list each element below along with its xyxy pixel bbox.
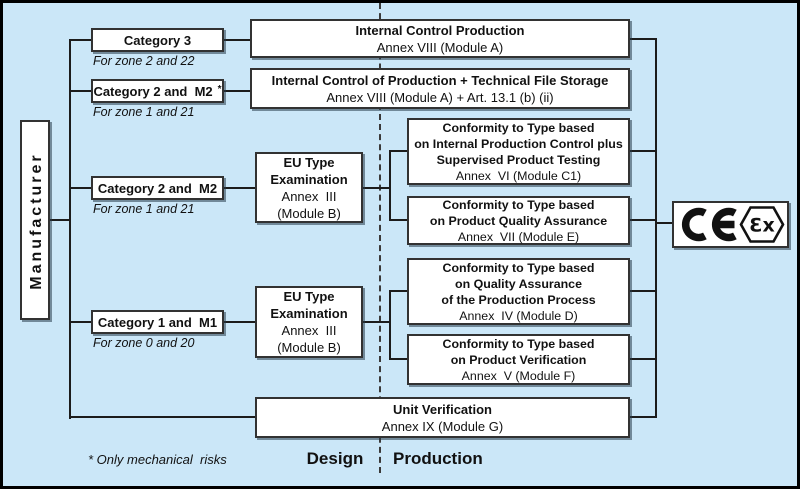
connector-line [69,187,93,189]
module-e-annex: Annex VII (Module E) [457,229,580,244]
module-a-art13-title: Internal Control of Production + Technic… [271,72,609,88]
connector-line [630,150,657,152]
connector-line [222,187,257,189]
eu-type-2-line1: EU Type [283,289,335,304]
connector-line [69,39,93,41]
design-phase-label: Design [306,449,364,468]
category-1-m1-box: Category 1 and M1 [91,310,224,334]
module-d-box: Conformity to Type based on Quality Assu… [407,258,630,325]
connector-line [389,290,408,292]
module-d-line1: Conformity to Type based [442,260,595,275]
module-c1-line1: Conformity to Type based [442,120,595,135]
module-f-line2: on Product Verification [450,352,587,367]
eu-type-1-line1: EU Type [283,154,335,170]
connector-line [389,219,408,221]
module-c1-line3: Supervised Product Testing [436,152,601,167]
connector-line [69,416,257,418]
connector-line [655,222,672,224]
module-a-title: Internal Control Production [355,22,525,38]
category-1-m1-label: Category 1 and M1 [97,314,218,330]
connector-line [630,416,657,418]
zone-label-cat3: For zone 2 and 22 [93,54,195,68]
connector-line [630,358,657,360]
ce-ex-marking-box: Ɛx [672,201,789,248]
manufacturer-box: Manufacturer [20,120,50,320]
module-c1-line2: on Internal Production Control plus [414,136,623,151]
module-a-art13-annex: Annex VIII (Module A) + Art. 13.1 (b) (i… [326,89,554,105]
eu-type-1-module: (Module B) [277,205,341,221]
module-c1-box: Conformity to Type based on Internal Pro… [407,118,630,185]
module-d-line3: of the Production Process [441,292,596,307]
zone-label-cat1m1: For zone 0 and 20 [93,336,195,350]
module-a-box: Internal Control Production Annex VIII (… [250,19,630,58]
design-production-divider-line [379,3,381,473]
module-d-annex: Annex IV (Module D) [459,308,578,323]
connector-line [69,90,93,92]
connector-line [222,321,257,323]
branch-line [389,290,391,360]
connector-line [389,150,408,152]
ex-mark-label: Ɛx [749,215,774,237]
category-2-m2-box: Category 2 and M2 [91,176,224,200]
manufacturer-label: Manufacturer [28,152,45,290]
category-3-box: Category 3 [91,28,224,52]
ce-mark-icon: Ɛx [681,206,785,243]
connector-line [222,90,252,92]
unit-verification-title: Unit Verification [393,401,492,417]
unit-verification-annex: Annex IX (Module G) [381,418,504,434]
unit-verification-box: Unit Verification Annex IX (Module G) [255,397,630,438]
ce-letter-e-arc [711,207,737,242]
branch-line [389,150,391,221]
module-e-line1: Conformity to Type based [442,197,595,212]
module-a-annex: Annex VIII (Module A) [376,39,504,55]
connector-line [50,219,71,221]
ex-hexagon-icon [739,206,785,243]
category-2-m2-mech-label: Category 2 and M2 [93,83,213,99]
eu-type-examination-box-1: EU Type Examination Annex III (Module B) [255,152,363,223]
connector-line [363,321,391,323]
connector-line [363,187,391,189]
eu-type-1-line2: Examination [270,171,348,187]
module-a-art13-box: Internal Control of Production + Technic… [250,68,630,109]
zone-label-cat2m2-mech: For zone 1 and 21 [93,105,195,119]
footnote-text: * Only mechanical risks [88,452,227,467]
module-c1-annex: Annex VI (Module C1) [455,168,582,183]
module-f-annex: Annex V (Module F) [461,368,576,383]
category-2-m2-label: Category 2 and M2 [97,180,218,196]
eu-type-2-annex: Annex III [281,323,337,338]
production-phase-label: Production [393,449,483,468]
zone-label-cat2m2: For zone 1 and 21 [93,202,195,216]
connector-line [222,39,252,41]
connector-line [630,219,657,221]
connector-line [630,290,657,292]
ce-letter-c [681,207,707,242]
category-3-label: Category 3 [123,32,192,48]
module-f-box: Conformity to Type based on Product Veri… [407,334,630,385]
eu-type-2-module: (Module B) [277,340,341,355]
connector-line [630,38,657,40]
eu-type-1-annex: Annex III [281,188,337,204]
eu-type-2-line2: Examination [270,306,348,321]
connector-line [69,321,93,323]
connector-line [389,358,408,360]
eu-type-examination-box-2: EU Type Examination Annex III (Module B) [255,286,363,358]
manufacturer-trunk-line [69,39,71,419]
module-f-line1: Conformity to Type based [442,336,595,351]
module-e-box: Conformity to Type based on Product Qual… [407,196,630,245]
module-e-line2: on Product Quality Assurance [429,213,608,228]
collector-line [655,38,657,418]
module-d-line2: on Quality Assurance [455,276,582,291]
category-2-m2-mech-box: Category 2 and M2 * [91,79,224,103]
footnote-asterisk: * [217,83,222,95]
